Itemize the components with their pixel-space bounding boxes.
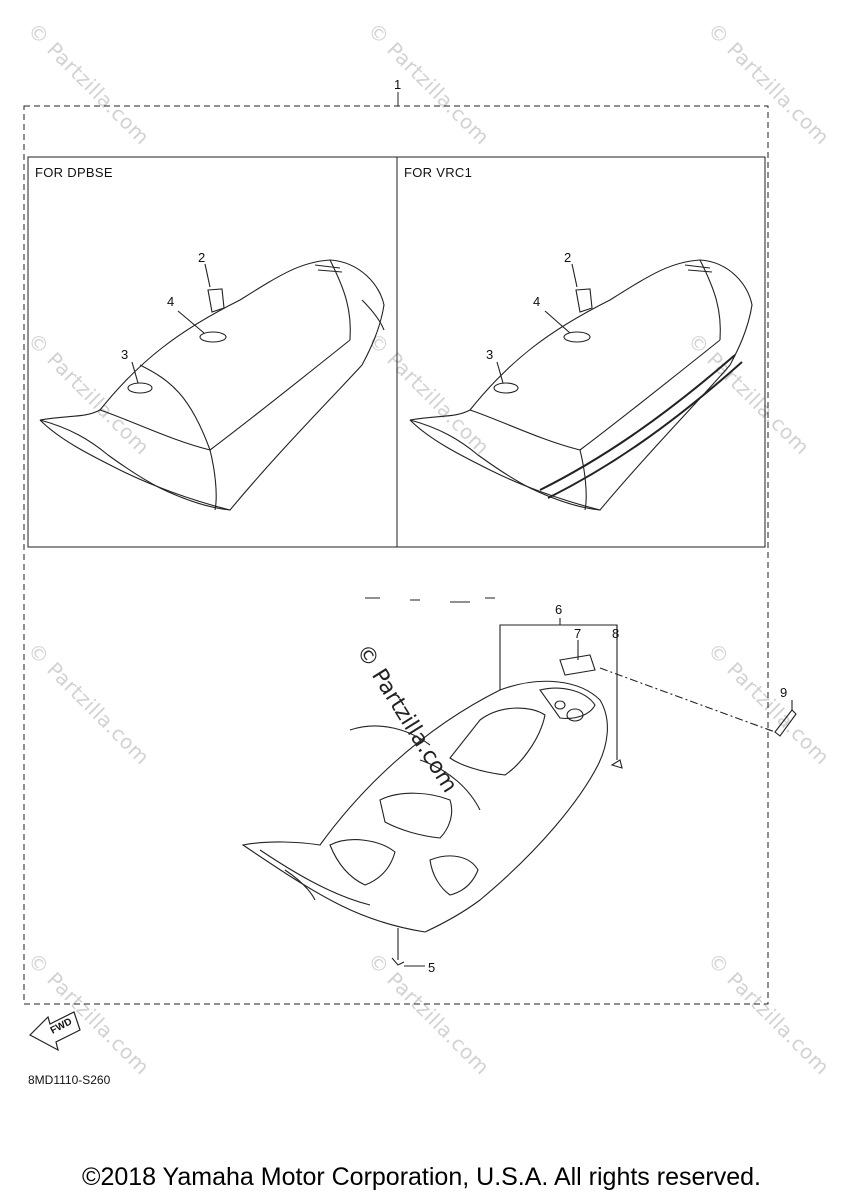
fwd-arrow-icon — [29, 1011, 81, 1052]
copyright-footer: ©2018 Yamaha Motor Corporation, U.S.A. A… — [82, 1163, 761, 1191]
callout-dpbse-2: 2 — [198, 250, 206, 265]
seat-dpbse-drawing — [39, 259, 385, 511]
callout-vrc1-3: 3 — [486, 347, 494, 362]
callout-6: 6 — [555, 602, 563, 617]
seat-vrc1-drawing — [409, 259, 753, 511]
callout-9: 9 — [780, 685, 788, 700]
callout-assembly: 1 — [394, 77, 402, 92]
callout-dpbse-3: 3 — [121, 347, 129, 362]
callout-vrc1-4: 4 — [533, 294, 541, 309]
diagram-code: 8MD1110-S260 — [28, 1073, 111, 1087]
callout-vrc1-2: 2 — [564, 250, 572, 265]
callout-5: 5 — [428, 960, 436, 975]
callout-dpbse-4: 4 — [167, 294, 175, 309]
panel-frame-dpbse — [27, 156, 398, 548]
seat-base-drawing — [241, 597, 797, 967]
assembly-boundary — [23, 105, 769, 1005]
callout-7: 7 — [574, 626, 582, 641]
callout-8: 8 — [612, 626, 620, 641]
panel-label-dpbse: FOR DPBSE — [35, 165, 113, 180]
panel-frame-vrc1 — [396, 156, 766, 548]
panel-label-vrc1: FOR VRC1 — [404, 165, 473, 180]
